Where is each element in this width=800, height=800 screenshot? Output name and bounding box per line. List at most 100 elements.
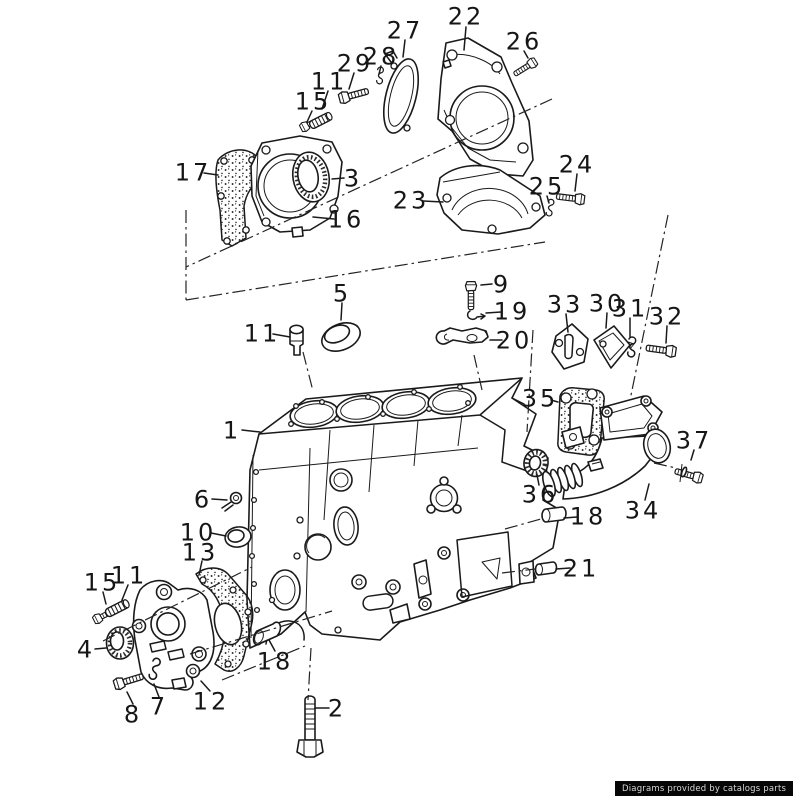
- leader-line-18-right: [563, 516, 578, 519]
- part-coolant-pipe-34: [541, 395, 672, 500]
- part-bolt-26: [511, 56, 540, 80]
- part-cup-plug-10: [224, 526, 252, 548]
- part-label-35: 35: [522, 385, 559, 413]
- part-gasket-33: [551, 323, 589, 370]
- part-oil-pump-12: [131, 579, 215, 691]
- leader-line-19: [485, 311, 502, 314]
- part-stud-11-bottom: [103, 598, 132, 619]
- leader-line-29: [348, 72, 355, 90]
- part-label-19: 19: [494, 298, 531, 326]
- part-label-27: 27: [387, 17, 424, 45]
- centerline-8: [473, 354, 483, 391]
- part-label-34: 34: [625, 497, 662, 525]
- leader-line-16: [312, 216, 335, 220]
- part-label-18-bottom: 18: [257, 648, 294, 676]
- leader-line-5: [340, 302, 343, 321]
- part-clip-31: [626, 336, 637, 358]
- leader-line-28: [378, 65, 382, 75]
- part-bracket-20: [435, 327, 489, 345]
- parts-layer: [91, 37, 705, 758]
- leader-line-6: [211, 498, 228, 501]
- part-bolt-8: [112, 669, 146, 692]
- part-cover-plate-30: [593, 325, 635, 369]
- part-label-17: 17: [175, 159, 212, 187]
- part-label-32: 32: [649, 303, 686, 331]
- part-gasket-17: [215, 149, 263, 247]
- part-seal-ring-4: [105, 626, 135, 660]
- leader-line-22: [463, 26, 467, 51]
- part-label-8: 8: [124, 701, 142, 729]
- centerline-3: [102, 566, 253, 642]
- centerline-0: [185, 98, 553, 268]
- leader-line-33: [565, 313, 569, 333]
- leader-line-13: [198, 560, 203, 576]
- part-bolt-9: [464, 281, 478, 311]
- leader-line-15-bottom: [102, 591, 107, 605]
- part-label-37: 37: [676, 427, 713, 455]
- part-label-26: 26: [506, 28, 543, 56]
- part-label-6: 6: [194, 486, 212, 514]
- leader-line-36: [536, 474, 540, 486]
- part-label-12: 12: [193, 688, 230, 716]
- end-face-holes: [248, 468, 342, 634]
- centerlines: [102, 98, 677, 701]
- part-label-25: 25: [529, 173, 566, 201]
- part-engine-block: [246, 377, 561, 649]
- part-label-18-right: 18: [570, 503, 607, 531]
- leader-line-11-bottom: [121, 584, 129, 601]
- part-seal-flange-22: [437, 37, 534, 177]
- part-dowel-18-right: [541, 506, 567, 523]
- part-crankshaft-seal-3: [291, 151, 331, 203]
- centerline-6: [307, 647, 312, 701]
- part-label-13: 13: [182, 539, 219, 567]
- part-label-3: 3: [344, 165, 362, 193]
- leader-line-1: [241, 429, 261, 433]
- leader-line-17: [203, 172, 219, 176]
- part-label-11-bottom: 11: [111, 562, 148, 590]
- leader-line-35: [550, 399, 559, 403]
- part-cup-plug-5: [321, 322, 361, 352]
- part-label-15-bottom: 15: [84, 569, 121, 597]
- part-label-7: 7: [150, 693, 168, 721]
- leader-line-18-bottom: [268, 639, 276, 652]
- part-label-2: 2: [328, 695, 346, 723]
- part-label-4: 4: [77, 636, 95, 664]
- leader-line-24: [574, 173, 578, 192]
- part-seal-ring-36: [523, 448, 549, 478]
- part-label-24: 24: [559, 151, 596, 179]
- part-label-33: 33: [547, 291, 584, 319]
- watermark-badge: Diagrams provided by catalogs parts: [615, 781, 794, 796]
- centerline-11: [504, 518, 542, 530]
- leader-line-25: [546, 195, 550, 204]
- leader-line-23: [422, 200, 444, 203]
- centerline-9: [629, 214, 669, 401]
- part-label-16: 16: [328, 206, 365, 234]
- part-clip-25: [545, 198, 555, 218]
- leader-line-15-top: [306, 110, 313, 123]
- part-bolt-32: [644, 341, 678, 359]
- part-label-30: 30: [589, 290, 626, 318]
- part-label-1: 1: [223, 417, 241, 445]
- part-sealing-plug-6: [221, 491, 243, 512]
- centerline-5: [221, 645, 306, 681]
- centerline-2: [185, 241, 546, 301]
- part-label-9: 9: [493, 271, 511, 299]
- leader-line-32: [665, 325, 668, 344]
- leader-lines: [94, 26, 695, 709]
- part-dowel-21: [534, 561, 558, 576]
- leader-line-8: [126, 691, 134, 705]
- part-label-22: 22: [448, 3, 485, 31]
- part-gasket-13: [195, 567, 254, 672]
- centerline-7: [302, 351, 314, 392]
- part-label-15-top: 15: [295, 88, 332, 116]
- leader-line-26: [523, 50, 529, 59]
- part-label-29: 29: [337, 50, 374, 78]
- part-dowel-18-bottom: [252, 621, 282, 646]
- block-bosses: [351, 531, 535, 624]
- leader-line-37: [690, 449, 695, 461]
- deck-holes: [288, 384, 471, 427]
- part-label-36: 36: [522, 481, 559, 509]
- part-label-5: 5: [333, 280, 351, 308]
- part-label-31: 31: [612, 295, 649, 323]
